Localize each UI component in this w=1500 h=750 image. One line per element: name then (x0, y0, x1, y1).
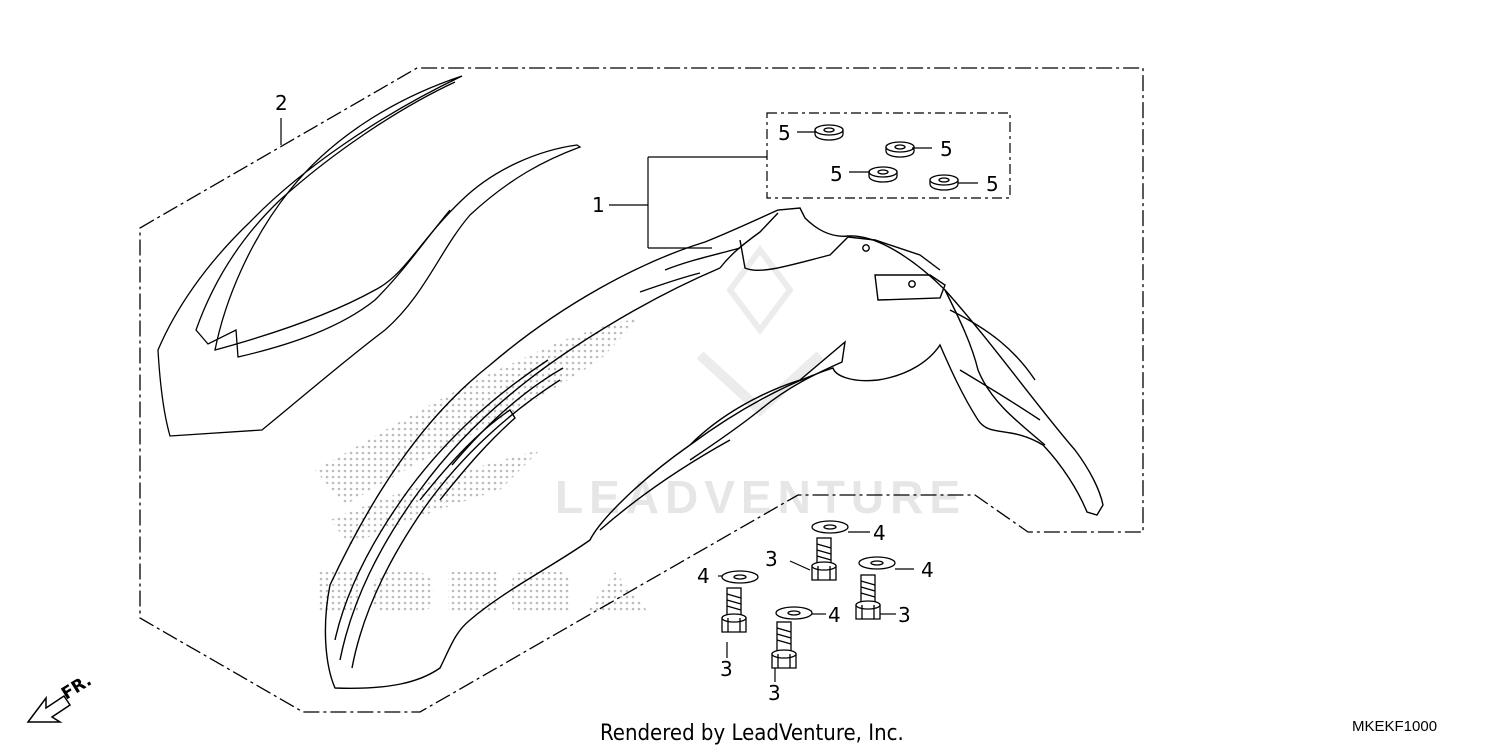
wing-watermark-lower (330, 450, 540, 545)
callout-3: 3 (720, 657, 733, 681)
callout-4: 4 (828, 603, 841, 627)
callouts: 2 1 5 5 5 5 4 3 4 4 4 3 3 3 (275, 91, 999, 705)
front-direction-indicator: FR. (26, 671, 95, 723)
diagram-code: MKEKF1000 (1352, 718, 1437, 735)
leadventure-watermark: LEADVENTURE (555, 245, 966, 523)
callout-4: 4 (921, 558, 934, 582)
grommet-group (766, 112, 1011, 199)
leader-lines (280, 118, 978, 682)
assembly-frame (139, 67, 1144, 713)
grommet-box (766, 112, 1011, 199)
callout-2: 2 (275, 91, 288, 115)
callout-5: 5 (986, 172, 999, 196)
bolt-icon (721, 537, 881, 669)
callout-4: 4 (873, 521, 886, 545)
fender-stripe (157, 75, 582, 437)
front-fender (324, 207, 1104, 690)
callout-3: 3 (898, 603, 911, 627)
callout-5: 5 (940, 137, 953, 161)
callout-5: 5 (830, 162, 843, 186)
svg-text:LEADVENTURE: LEADVENTURE (555, 471, 966, 523)
honda-watermark (318, 572, 650, 614)
front-arrow-icon (26, 694, 72, 723)
callout-1: 1 (592, 193, 605, 217)
render-credit: Rendered by LeadVenture, Inc. (600, 721, 904, 746)
callout-5: 5 (778, 121, 791, 145)
callout-3: 3 (768, 681, 781, 705)
wing-watermark (315, 318, 640, 505)
callout-4: 4 (697, 564, 710, 588)
grommet-icon (814, 124, 959, 191)
callout-3: 3 (765, 547, 778, 571)
washer-icon (721, 520, 896, 620)
